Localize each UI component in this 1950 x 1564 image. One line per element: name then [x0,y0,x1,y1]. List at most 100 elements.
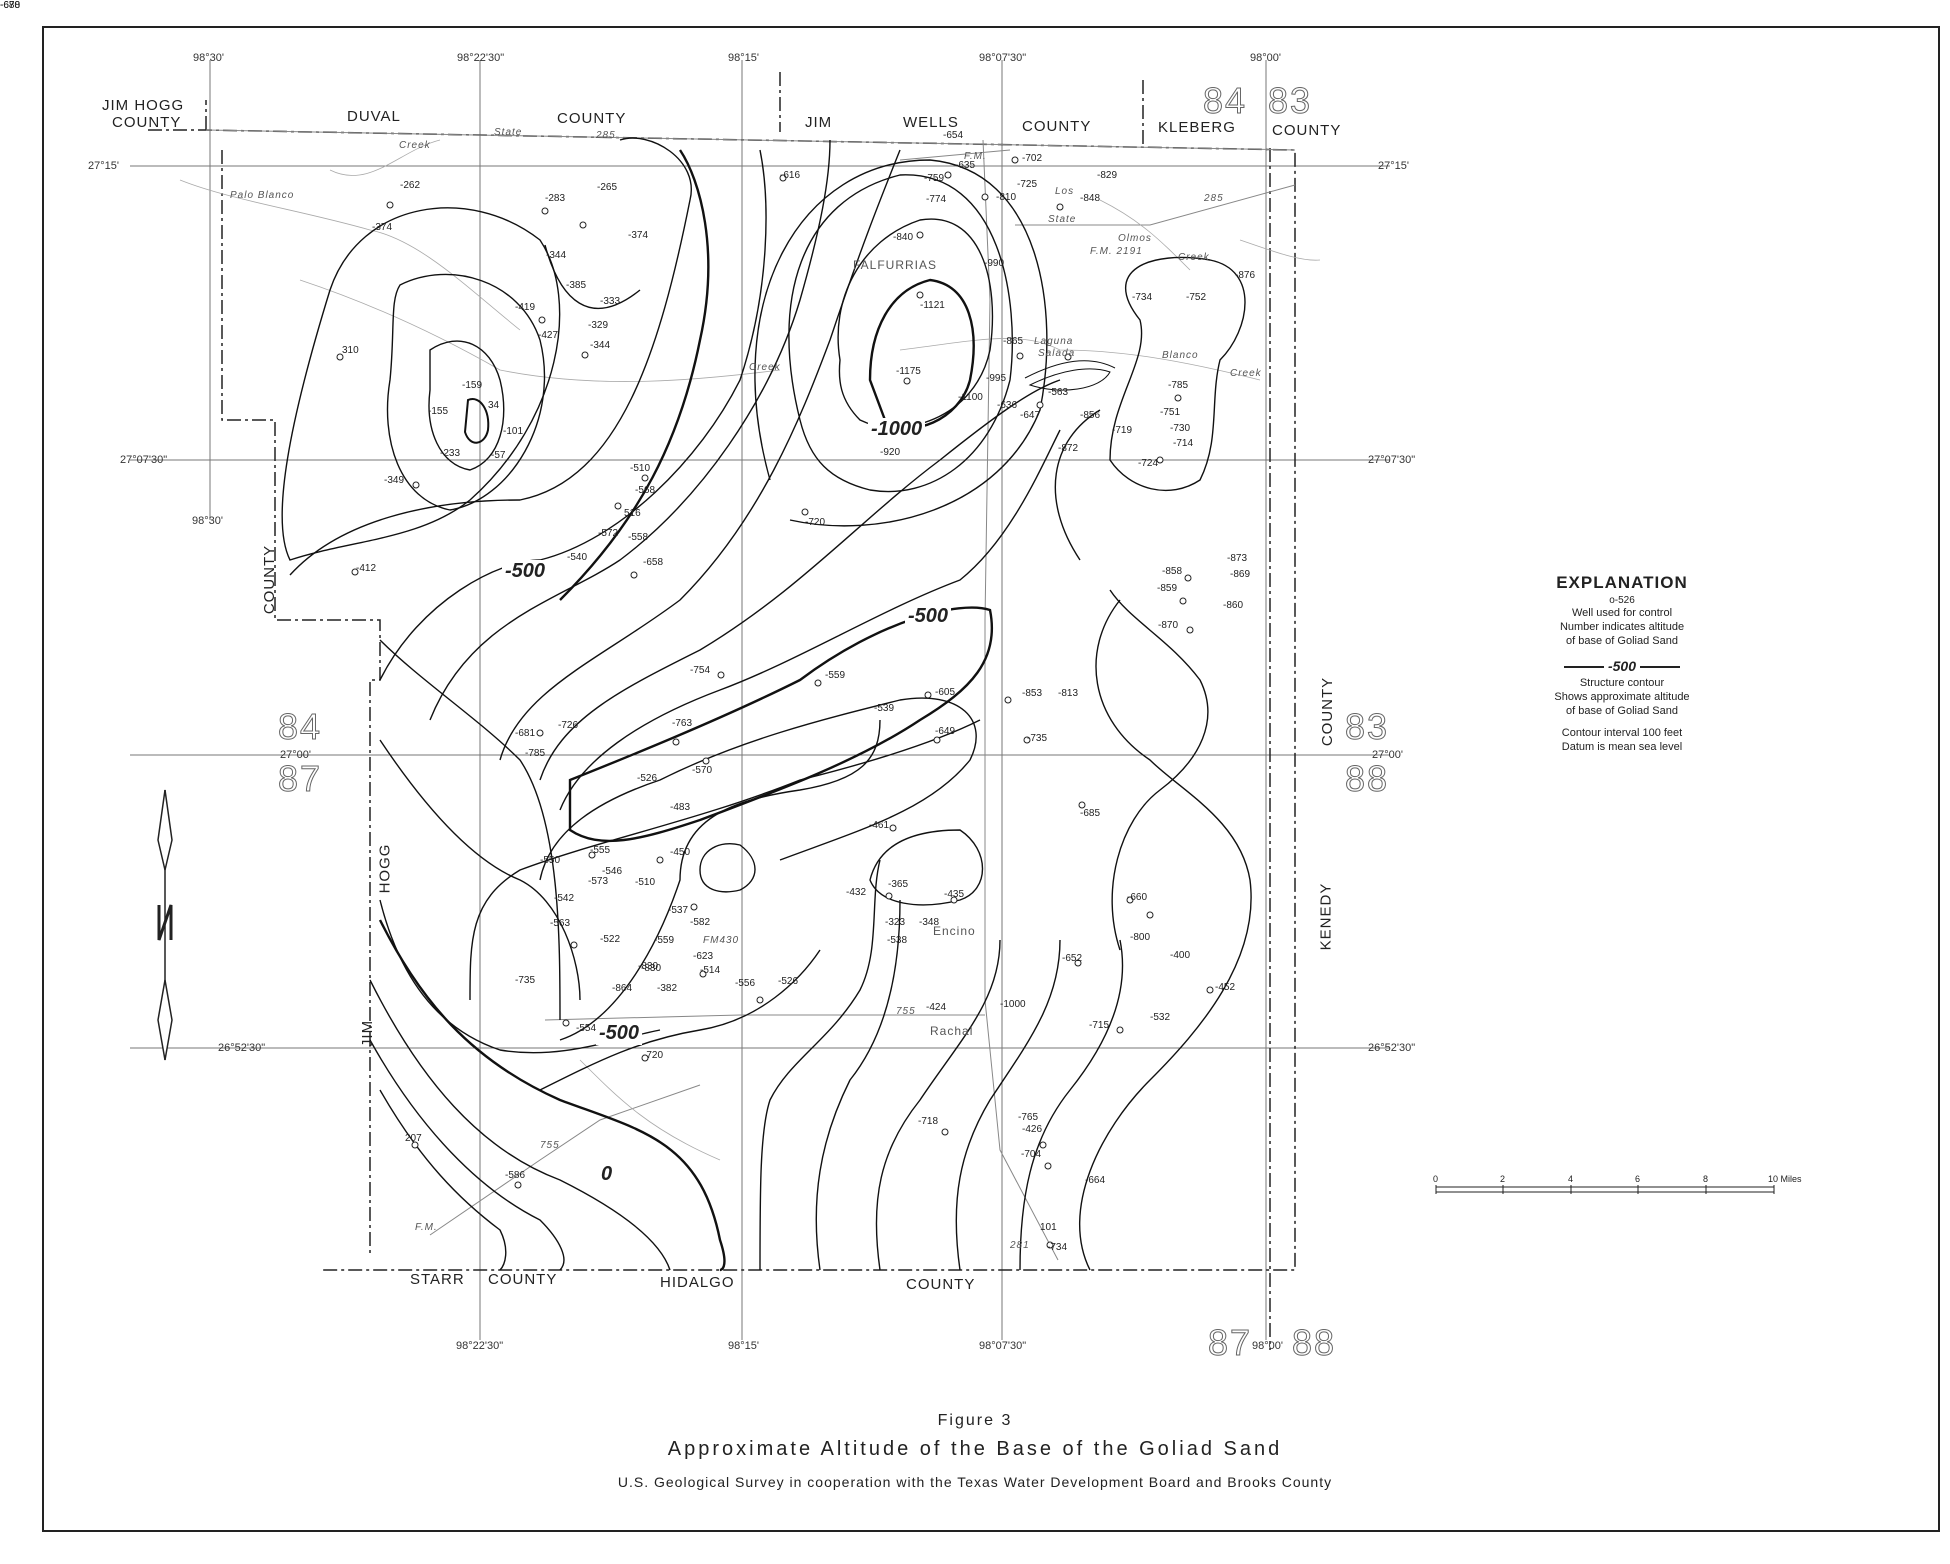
coord-bottom-4: 98°00' [1252,1340,1283,1352]
well-label: -550 [540,855,561,866]
well-label: -840 [893,232,914,243]
explanation-well-note-1: Number indicates altitude [1559,621,1685,633]
well-label: -461 [869,820,890,831]
well-label: 207 [405,1133,422,1144]
well-label: -570 [692,765,713,776]
explanation-well-note-2: of base of Goliad Sand [1566,635,1678,647]
county-label-left-county: COUNTY [261,544,279,615]
well-label: -647 [1020,410,1041,421]
scale-tick-10-miles: 10 Miles [1768,1174,1802,1184]
well-label: -510 [635,877,656,888]
explanation-legend: EXPLANATION o-526 Well used for control … [1492,573,1752,754]
stream-label-olmos: Olmos [1118,233,1152,244]
well-label: -435 [944,889,965,900]
well-label: -526 [778,976,799,987]
county-label-kenedy: KENEDY [1317,882,1335,951]
explanation-sample-value: o-526 [1609,595,1635,606]
grid-number-top-left: 84 [1202,80,1248,122]
explanation-contour-caption: Structure contour [1579,677,1665,689]
road-label-755: 755 [896,1006,916,1017]
structure-contours [281,137,1252,1272]
well-label: -752 [1186,292,1207,303]
well-label: -720 [643,1050,664,1061]
well-label: -714 [1173,438,1194,449]
town-rachal: Rachal [930,1024,974,1038]
coord-left-3: 98°30' [192,515,223,527]
stream-label-blanco: Blanco [1162,350,1199,361]
coord-top-2: 98°22'30" [457,52,505,64]
coord-bottom-2: 98°15' [728,1340,759,1352]
well-label: -734 [1047,1242,1068,1253]
explanation-datum: Datum is mean sea level [1561,741,1683,753]
well-label: -774 [926,194,947,205]
well-label: -763 [672,718,693,729]
road-label-285-right: 285 [1204,193,1224,204]
town-laguna: Laguna [1034,336,1074,347]
well-label: -718 [918,1116,939,1127]
well-label: -563 [1048,387,1069,398]
well-label: -540 [567,552,588,563]
stream-label-palo-blanco: Palo Blanco [230,190,295,201]
well-label: -563 [550,918,571,929]
road-label-fm-lower: F.M. [415,1222,438,1233]
well-label: -582 [690,917,711,928]
well-label: -751 [1160,407,1181,418]
coord-right-3: 27°00' [1372,749,1403,761]
north-arrow [157,789,173,1061]
road-label-281: 281 [1010,1240,1030,1251]
well-label: -636 [997,400,1018,411]
well-label: -450 [670,847,691,858]
grid-number-bottom-right: 88 [1291,1322,1337,1364]
grid-number-right-lower: 88 [1344,758,1390,800]
county-label-jim-wells-county: COUNTY [1022,118,1092,135]
well-label: -400 [1170,950,1191,961]
well-label: -510 [630,463,651,474]
county-label-kleberg-county: COUNTY [1272,122,1342,139]
well-label: -635 [955,160,976,171]
road-label-fm430: FM430 [703,935,740,946]
well-label: -233 [440,448,461,459]
well-label: -558 [628,532,649,543]
well-label: -688 [0,0,21,11]
roads [205,129,1296,1261]
well-label: -323 [885,917,906,928]
well-label: -734 [1132,292,1153,303]
contour-label-minus-500-3: -500 [596,1022,643,1045]
explanation-contour-note-2: of base of Goliad Sand [1566,705,1678,717]
well-label: -526 [637,773,658,784]
well-label: -658 [643,557,664,568]
well-label: -864 [612,983,633,994]
road-label-state-2: State [1048,214,1077,225]
contour-label-minus-1000: -1000 [868,418,926,441]
grid-number-left-upper: 84 [277,706,323,748]
well-label: -1100 [958,392,983,403]
stream-label-los: Los [1055,186,1075,197]
county-label-duval-county: COUNTY [557,110,627,127]
well-label: -995 [986,373,1007,384]
well-label: -715 [1089,1020,1110,1031]
well-label: -869 [1230,569,1251,580]
well-label: -860 [1223,600,1244,611]
well-label: -1000 [1000,999,1026,1010]
well-label: -432 [846,887,867,898]
well-label: -719 [1112,425,1133,436]
road-label-state: State [494,127,523,138]
explanation-well-caption: Well used for control [1571,607,1673,619]
well-label: -159 [462,380,483,391]
well-label: -735 [1027,733,1048,744]
well-label: -759 [924,173,945,184]
well-label: -829 [1097,170,1118,181]
well-label: -586 [505,1170,526,1181]
well-label: -452 [1215,982,1236,993]
coord-left-5: 26°52'30" [218,1042,266,1054]
well-label: -101 [503,426,524,437]
road-label-755-b: 755 [540,1140,560,1151]
well-label: -532 [1150,1012,1171,1023]
well-label: -329 [588,320,609,331]
county-label-hidalgo: HIDALGO [660,1274,735,1291]
well-label: -365 [888,879,909,890]
coord-top-4: 98°07'30" [979,52,1027,64]
well-label: -573 [588,876,609,887]
well-label: -572 [598,528,619,539]
